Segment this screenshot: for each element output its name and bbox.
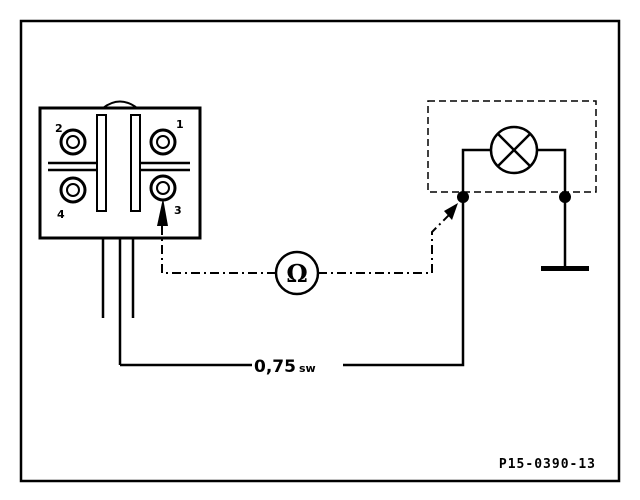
wire-color: sw — [299, 362, 316, 375]
probe-arrow-lamp — [444, 203, 458, 220]
ohmmeter-test-lead — [161, 207, 457, 274]
relay-slot-left — [96, 114, 107, 212]
terminal-4 — [59, 176, 87, 204]
ohm-symbol: Ω — [286, 259, 307, 288]
pin-label-2: 2 — [55, 122, 63, 135]
ohmmeter: Ω — [274, 250, 320, 296]
wire-gauge: 0,75 — [254, 357, 296, 377]
terminal-3 — [149, 174, 177, 202]
main-wire — [120, 197, 465, 367]
ground-icon — [541, 266, 589, 271]
lamp-circuit — [461, 148, 567, 268]
figure-frame — [19, 19, 621, 483]
terminal-1 — [149, 128, 177, 156]
pin-label-4: 4 — [57, 208, 65, 221]
figure-reference: P15-0390-13 — [499, 457, 596, 472]
probe-arrow-terminal-3 — [157, 198, 168, 226]
lamp-housing — [427, 100, 597, 193]
lamp-icon — [489, 125, 539, 175]
lamp-junction-right — [559, 191, 571, 203]
relay-slot-right — [130, 114, 141, 212]
terminal-2 — [59, 128, 87, 156]
pin-label-1: 1 — [176, 118, 184, 131]
relay-notch — [102, 100, 138, 109]
relay-block — [38, 100, 202, 365]
pin-label-3: 3 — [174, 204, 182, 217]
